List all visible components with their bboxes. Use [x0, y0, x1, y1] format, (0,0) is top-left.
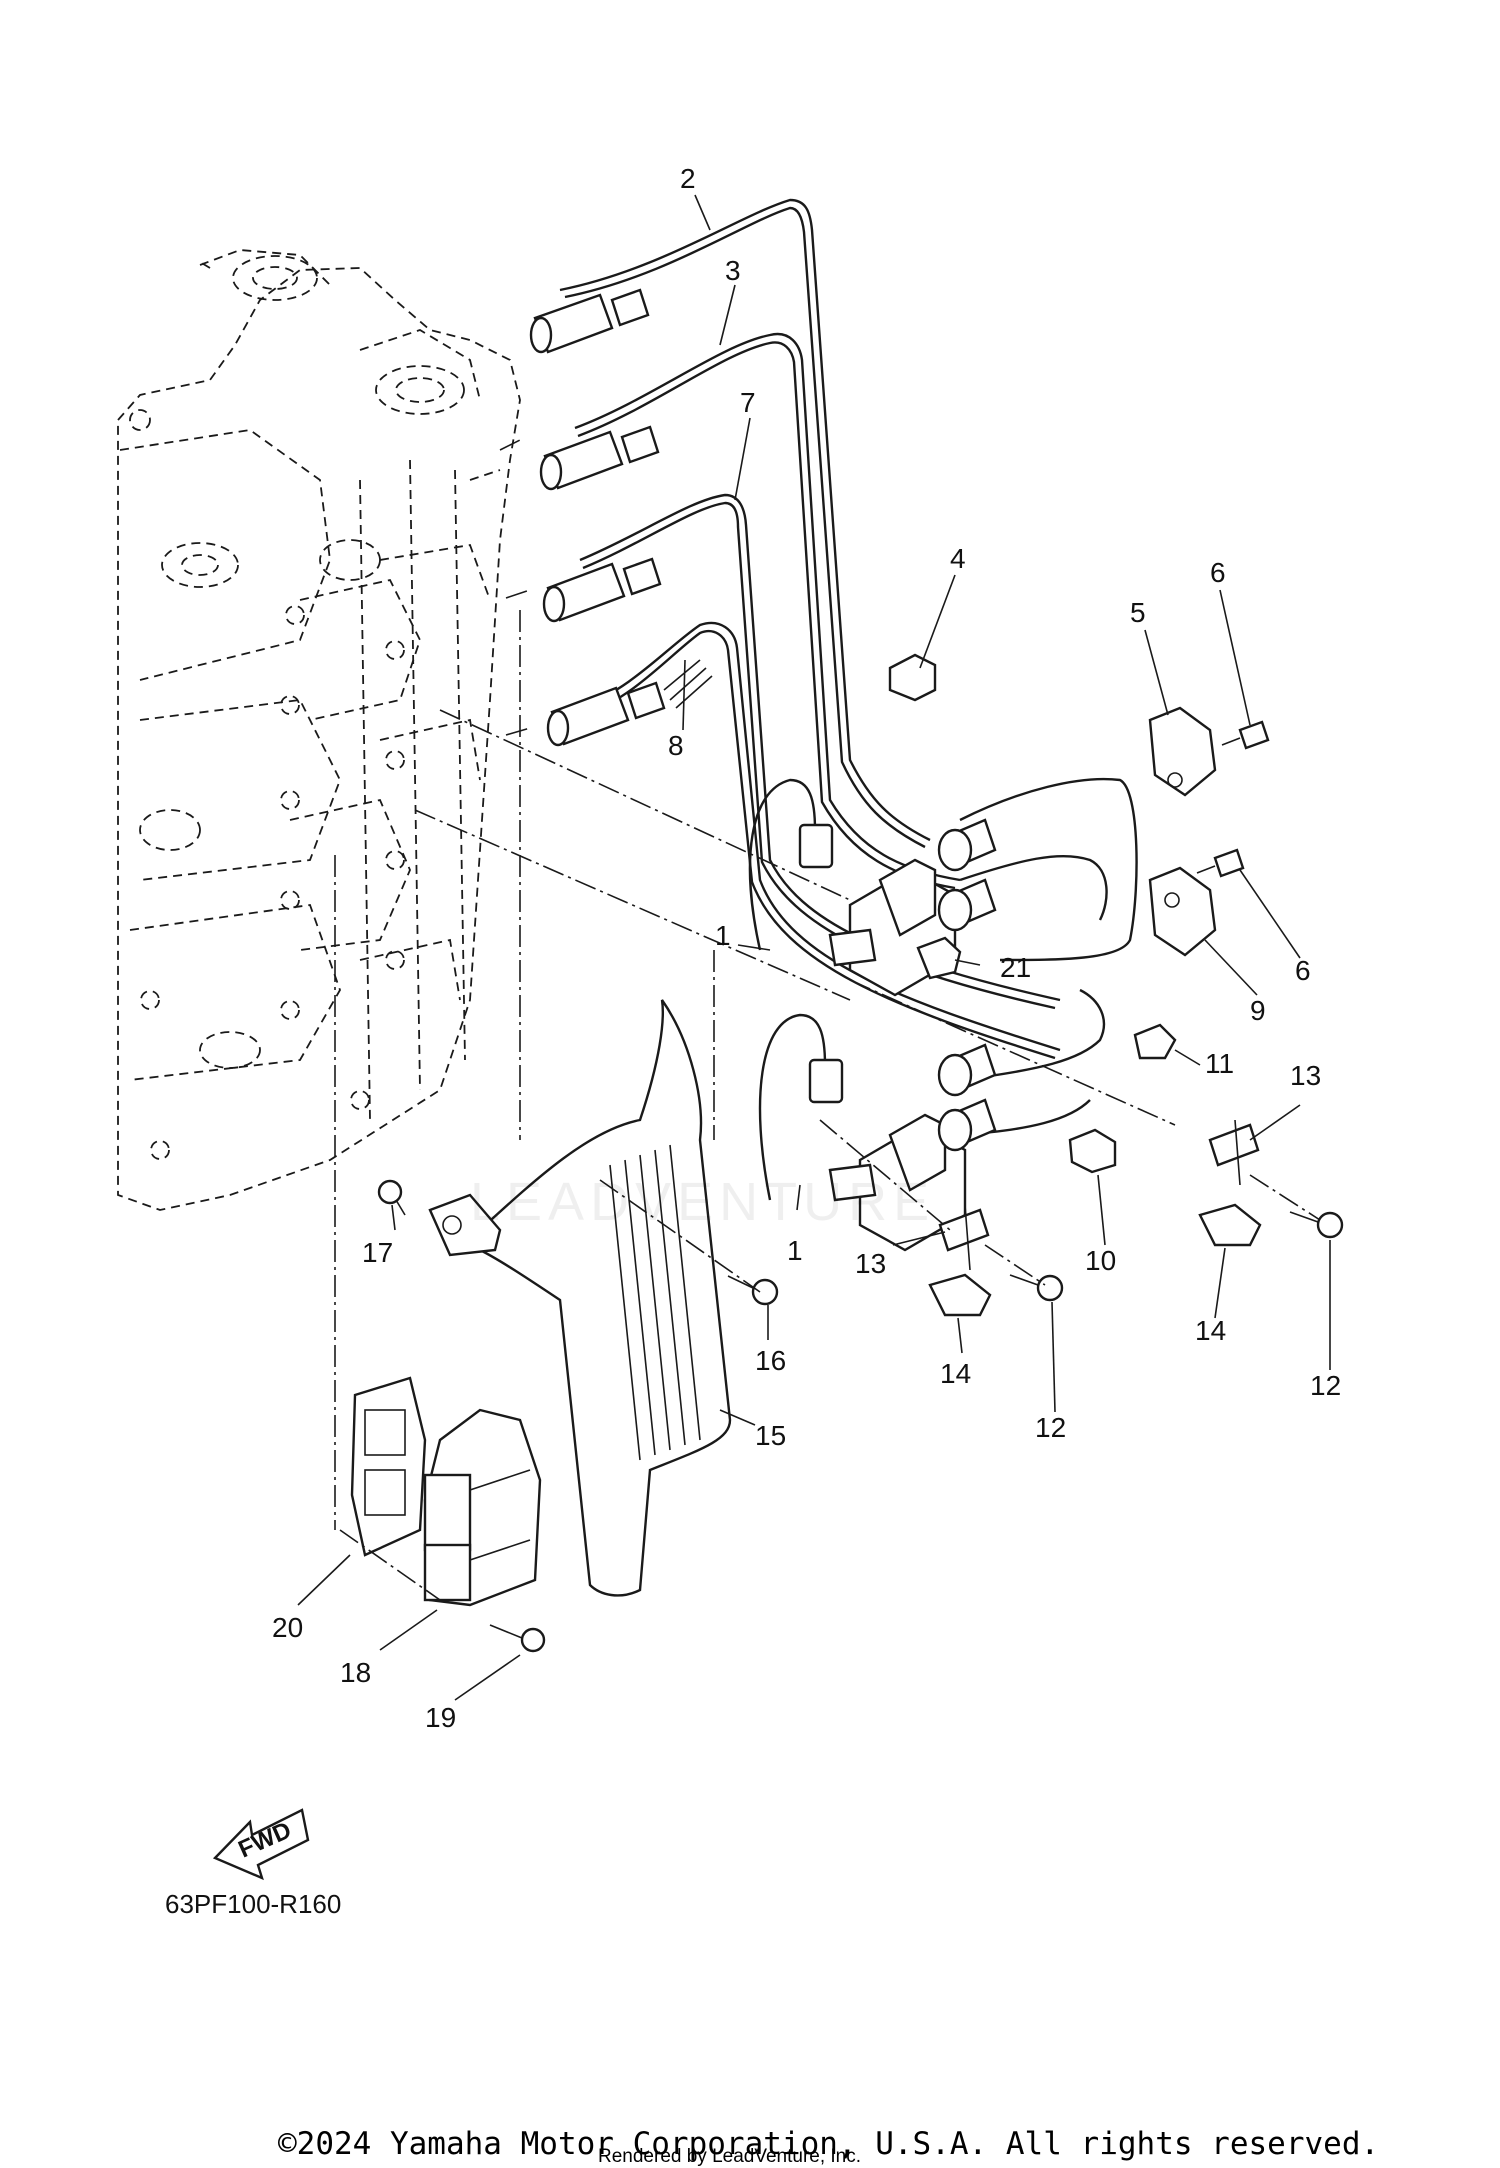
ignition-coils	[748, 778, 997, 1252]
ignition-cords	[559, 198, 1138, 1137]
part-label-17: 17	[362, 1237, 393, 1268]
part-label-1a: 1	[715, 920, 731, 951]
part-label-6b: 6	[1295, 955, 1311, 986]
part-label-14b: 14	[940, 1358, 971, 1389]
clips-and-brackets	[377, 653, 1344, 1317]
part-number-labels: 1 1 2 3 4 5 6 6 7 8 9 10 11 12 12 12 13 …	[272, 163, 1341, 1733]
part-label-20: 20	[272, 1612, 303, 1643]
part-label-5: 5	[1130, 597, 1146, 628]
engine-block-outline	[117, 249, 521, 1211]
label-leaders	[297, 194, 1331, 1701]
centre-lines	[334, 439, 1321, 1601]
part-label-8: 8	[668, 730, 684, 761]
part-label-19: 19	[425, 1702, 456, 1733]
rendered-by-notice: Rendered by LeadVenture, Inc.	[598, 2146, 862, 2167]
plug-caps	[529, 288, 713, 747]
part-label-13b: 13	[855, 1248, 886, 1279]
part-label-21: 21	[1000, 952, 1031, 983]
part-label-2: 2	[680, 163, 696, 194]
part-label-16: 16	[755, 1345, 786, 1376]
part-label-11: 11	[1205, 1048, 1234, 1079]
part-label-15: 15	[755, 1420, 786, 1451]
part-label-10: 10	[1085, 1245, 1116, 1276]
watermark-text: LEADVENTURE	[470, 1172, 935, 1232]
part-label-9: 9	[1250, 995, 1266, 1026]
part-label-3: 3	[725, 255, 741, 286]
part-label-14a: 14	[1195, 1315, 1226, 1346]
part-label-12b: 12	[1035, 1412, 1066, 1443]
forward-marker: FWD	[212, 1808, 310, 1881]
part-label-18: 18	[340, 1657, 371, 1688]
part-label-12a: 12	[1310, 1370, 1341, 1401]
copyright-notice: ©2024 Yamaha Motor Corporation, U.S.A. A…	[278, 2126, 1380, 2162]
ecm-and-gasket	[350, 1376, 546, 1653]
part-label-13a: 13	[1290, 1060, 1321, 1091]
part-label-4: 4	[950, 543, 966, 574]
ecm-cover	[428, 999, 732, 1597]
diagram-code: 63PF100-R160	[165, 1889, 341, 1919]
part-label-7: 7	[740, 387, 756, 418]
part-label-1b: 1	[787, 1235, 803, 1266]
part-label-6a: 6	[1210, 557, 1226, 588]
